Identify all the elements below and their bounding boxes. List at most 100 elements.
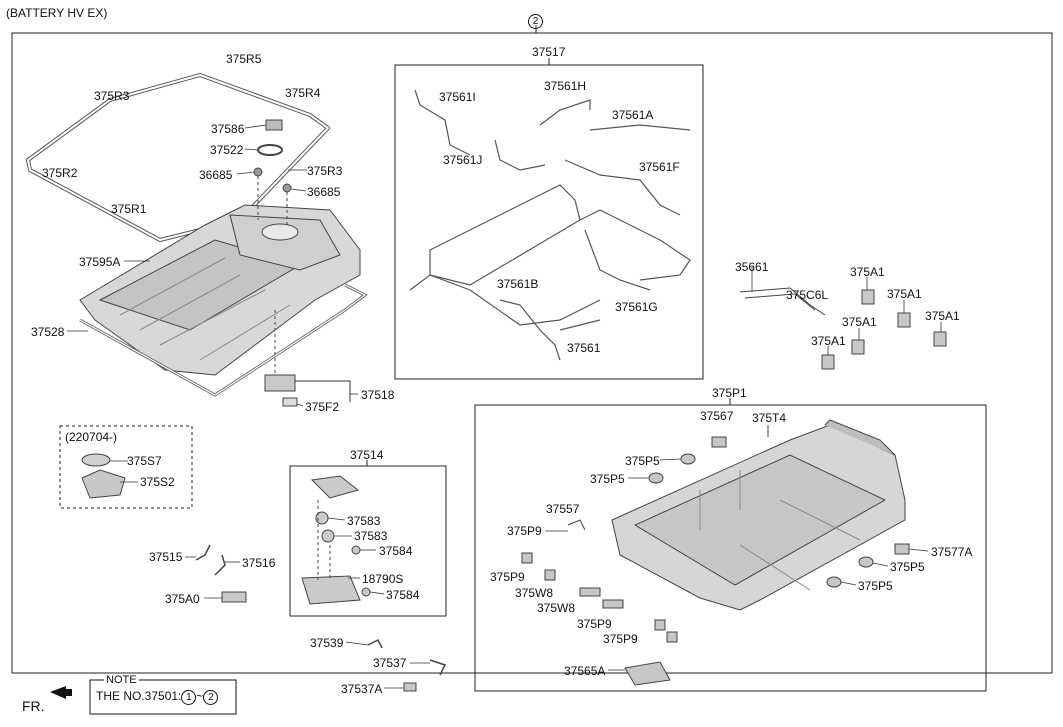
part-375W8-b <box>602 599 624 609</box>
part-375F2 <box>282 397 298 407</box>
label-37539[interactable]: 37539 <box>310 636 344 650</box>
label-375S2[interactable]: 375S2 <box>140 475 175 489</box>
label-375W8-a[interactable]: 375W8 <box>515 586 554 600</box>
label-37561G[interactable]: 37561G <box>615 300 658 314</box>
front-arrow-icon <box>50 686 72 699</box>
label-37537[interactable]: 37537 <box>373 656 407 670</box>
leader-lines <box>67 124 942 689</box>
label-37561A[interactable]: 37561A <box>612 108 654 122</box>
part-375A1-c <box>851 339 865 355</box>
wiring-box <box>394 64 704 380</box>
label-37584-a[interactable]: 37584 <box>379 544 413 558</box>
wiring-harness <box>409 89 691 361</box>
part-37586 <box>265 119 283 131</box>
part-375A1-e <box>821 354 835 370</box>
label-37586[interactable]: 37586 <box>211 122 245 136</box>
module-box <box>289 465 447 617</box>
label-37516[interactable]: 37516 <box>242 556 276 570</box>
outer-frame <box>11 32 1053 674</box>
label-375A1-c[interactable]: 375A1 <box>842 315 877 329</box>
label-375S7[interactable]: 375S7 <box>127 454 162 468</box>
label-37577A[interactable]: 37577A <box>931 545 973 559</box>
label-37514[interactable]: 37514 <box>350 448 384 462</box>
part-37518 <box>264 374 296 392</box>
label-375P9-d[interactable]: 375P9 <box>603 632 638 646</box>
label-375R1[interactable]: 375R1 <box>111 202 147 216</box>
label-375R3-b[interactable]: 375R3 <box>307 164 343 178</box>
part-37537A <box>403 682 417 692</box>
part-375P5-c <box>858 556 874 568</box>
part-375P9-a <box>521 552 533 564</box>
label-37528[interactable]: 37528 <box>31 325 65 339</box>
part-36685-b <box>282 183 292 193</box>
label-375A1-a[interactable]: 375A1 <box>850 265 885 279</box>
label-375P5-b[interactable]: 375P5 <box>590 472 625 486</box>
label-37583-a[interactable]: 37583 <box>347 514 381 528</box>
label-375P5-a[interactable]: 375P5 <box>625 454 660 468</box>
label-375R5[interactable]: 375R5 <box>226 52 262 66</box>
label-375P5-c[interactable]: 375P5 <box>890 560 925 574</box>
label-37567[interactable]: 37567 <box>700 409 734 423</box>
label-375P5-d[interactable]: 375P5 <box>858 579 893 593</box>
part-37515 <box>195 544 211 561</box>
label-37561H[interactable]: 37561H <box>544 79 587 93</box>
part-37514-top <box>310 475 360 499</box>
note-box <box>89 679 237 715</box>
label-375W8-b[interactable]: 375W8 <box>537 601 576 615</box>
label-37537A[interactable]: 37537A <box>341 682 383 696</box>
label-37565A[interactable]: 37565A <box>564 664 606 678</box>
label-375A1-e[interactable]: 375A1 <box>811 334 846 348</box>
label-37561J[interactable]: 37561J <box>443 153 483 167</box>
label-37518[interactable]: 37518 <box>361 388 395 402</box>
bracket-375C6L <box>739 287 826 316</box>
part-375A1-b <box>897 312 911 328</box>
part-375A1-d <box>933 331 947 347</box>
label-375P1[interactable]: 375P1 <box>712 386 747 400</box>
label-375A0[interactable]: 375A0 <box>165 592 200 606</box>
part-375W8-a <box>579 587 601 597</box>
label-375P9-b[interactable]: 375P9 <box>490 570 525 584</box>
label-375T4[interactable]: 375T4 <box>752 411 787 425</box>
label-375F2[interactable]: 375F2 <box>305 400 340 414</box>
label-37515[interactable]: 37515 <box>149 550 183 564</box>
label-18790S[interactable]: 18790S <box>362 572 404 586</box>
label-37584-b[interactable]: 37584 <box>386 588 420 602</box>
label-375R4[interactable]: 375R4 <box>285 86 321 100</box>
label-375R2[interactable]: 375R2 <box>42 166 78 180</box>
note-text: THE NO.37501:1~2 <box>96 689 219 705</box>
label-37583-b[interactable]: 37583 <box>354 529 388 543</box>
part-36685-a <box>253 167 263 177</box>
part-375S7 <box>81 453 111 467</box>
part-375A1-a <box>861 289 875 305</box>
label-375A1-b[interactable]: 375A1 <box>887 287 922 301</box>
label-37561F[interactable]: 37561F <box>639 160 680 174</box>
diagram-title: (BATTERY HV EX) <box>6 6 108 20</box>
label-375A1-d[interactable]: 375A1 <box>925 309 960 323</box>
label-36685-a[interactable]: 36685 <box>199 168 233 182</box>
part-18790S <box>301 575 361 605</box>
part-37584-a <box>351 545 361 555</box>
label-375P9-c[interactable]: 375P9 <box>577 617 612 631</box>
label-375P9-a[interactable]: 375P9 <box>507 524 542 538</box>
label-36685-b[interactable]: 36685 <box>307 185 341 199</box>
label-37561B[interactable]: 37561B <box>497 277 539 291</box>
label-37557[interactable]: 37557 <box>546 502 580 516</box>
part-375P5-d <box>826 576 842 588</box>
part-37516 <box>214 554 226 576</box>
label-37522[interactable]: 37522 <box>210 143 244 157</box>
variant-box <box>59 425 193 509</box>
label-37561[interactable]: 37561 <box>567 341 601 355</box>
label-37517[interactable]: 37517 <box>532 45 566 59</box>
label-35661[interactable]: 35661 <box>735 260 769 274</box>
part-37567 <box>711 436 727 448</box>
part-375A0 <box>221 591 247 603</box>
label-37561I[interactable]: 37561I <box>439 90 476 104</box>
note-title: NOTE <box>104 674 139 686</box>
label-375R3-a[interactable]: 375R3 <box>94 89 130 103</box>
label-37595A[interactable]: 37595A <box>79 255 121 269</box>
label-375C6L[interactable]: 375C6L <box>786 288 829 302</box>
part-37584-b <box>361 587 371 597</box>
part-37583-b <box>321 529 335 543</box>
part-37565A <box>624 661 671 686</box>
